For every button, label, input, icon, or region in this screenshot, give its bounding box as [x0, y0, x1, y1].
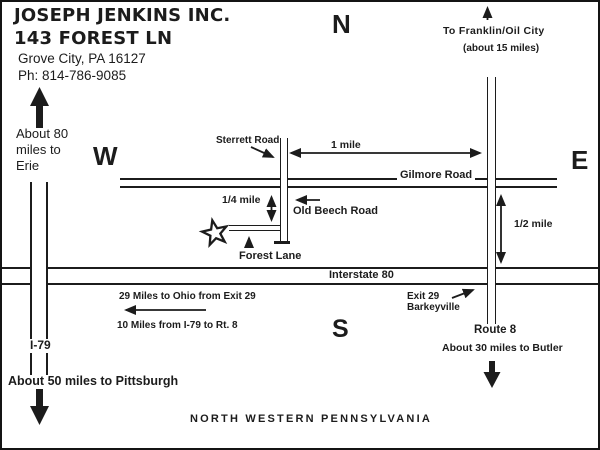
- label-old-beech-road: Old Beech Road: [293, 205, 378, 217]
- label-one-mile: 1 mile: [331, 139, 361, 151]
- label-sterrett-road: Sterrett Road: [216, 135, 280, 146]
- company-name: JOSEPH JENKINS INC.: [14, 5, 231, 26]
- compass-east: E: [571, 145, 589, 175]
- note-pittsburgh: About 50 miles to Pittsburgh: [5, 374, 182, 390]
- note-franklin: To Franklin/Oil City: [443, 25, 545, 37]
- compass-south: S: [332, 315, 349, 343]
- label-half-mile: 1/2 mile: [514, 218, 553, 230]
- note-rt8: 10 Miles from I-79 to Rt. 8: [117, 320, 238, 331]
- note-butler: About 30 miles to Butler: [442, 342, 563, 354]
- compass-west: W: [93, 141, 118, 171]
- label-i79: I-79: [27, 339, 54, 353]
- label-gilmore-road: Gilmore Road: [397, 169, 476, 183]
- compass-north: N: [332, 9, 351, 39]
- note-erie: About 80 miles to Erie: [16, 126, 69, 173]
- label-interstate-80: Interstate 80: [329, 269, 394, 281]
- road-gilmore: [120, 178, 557, 188]
- erie-up-arrow-icon: [30, 87, 49, 128]
- road-sterrett-old-beech: [280, 138, 288, 243]
- sterrett-pointer-arrow-icon: [250, 146, 275, 158]
- road-i79: [30, 182, 48, 376]
- destination-star-icon: [198, 216, 230, 249]
- company-city: Grove City, PA 16127: [18, 51, 146, 66]
- road-interstate-80: [0, 267, 600, 285]
- label-forest-lane: Forest Lane: [239, 250, 302, 262]
- note-exit29-barkeyville: Exit 29 Barkeyville: [407, 291, 460, 313]
- road-forest-lane: [229, 225, 282, 231]
- company-street: 143 FOREST LN: [14, 28, 173, 49]
- road-route-8: [487, 77, 496, 325]
- note-ohio: 29 Miles to Ohio from Exit 29: [119, 291, 256, 302]
- label-quarter-mile: 1/4 mile: [222, 194, 261, 206]
- region-title: NORTH WESTERN PENNSYLVANIA: [190, 413, 432, 425]
- note-franklin-miles: (about 15 miles): [463, 43, 540, 54]
- label-route-8: Route 8: [471, 324, 520, 338]
- company-phone: Ph: 814-786-9085: [18, 68, 127, 83]
- old-beech-road-end-cap: [274, 241, 290, 244]
- butler-down-arrow-icon: [483, 361, 501, 388]
- pittsburgh-down-arrow-icon: [30, 389, 49, 425]
